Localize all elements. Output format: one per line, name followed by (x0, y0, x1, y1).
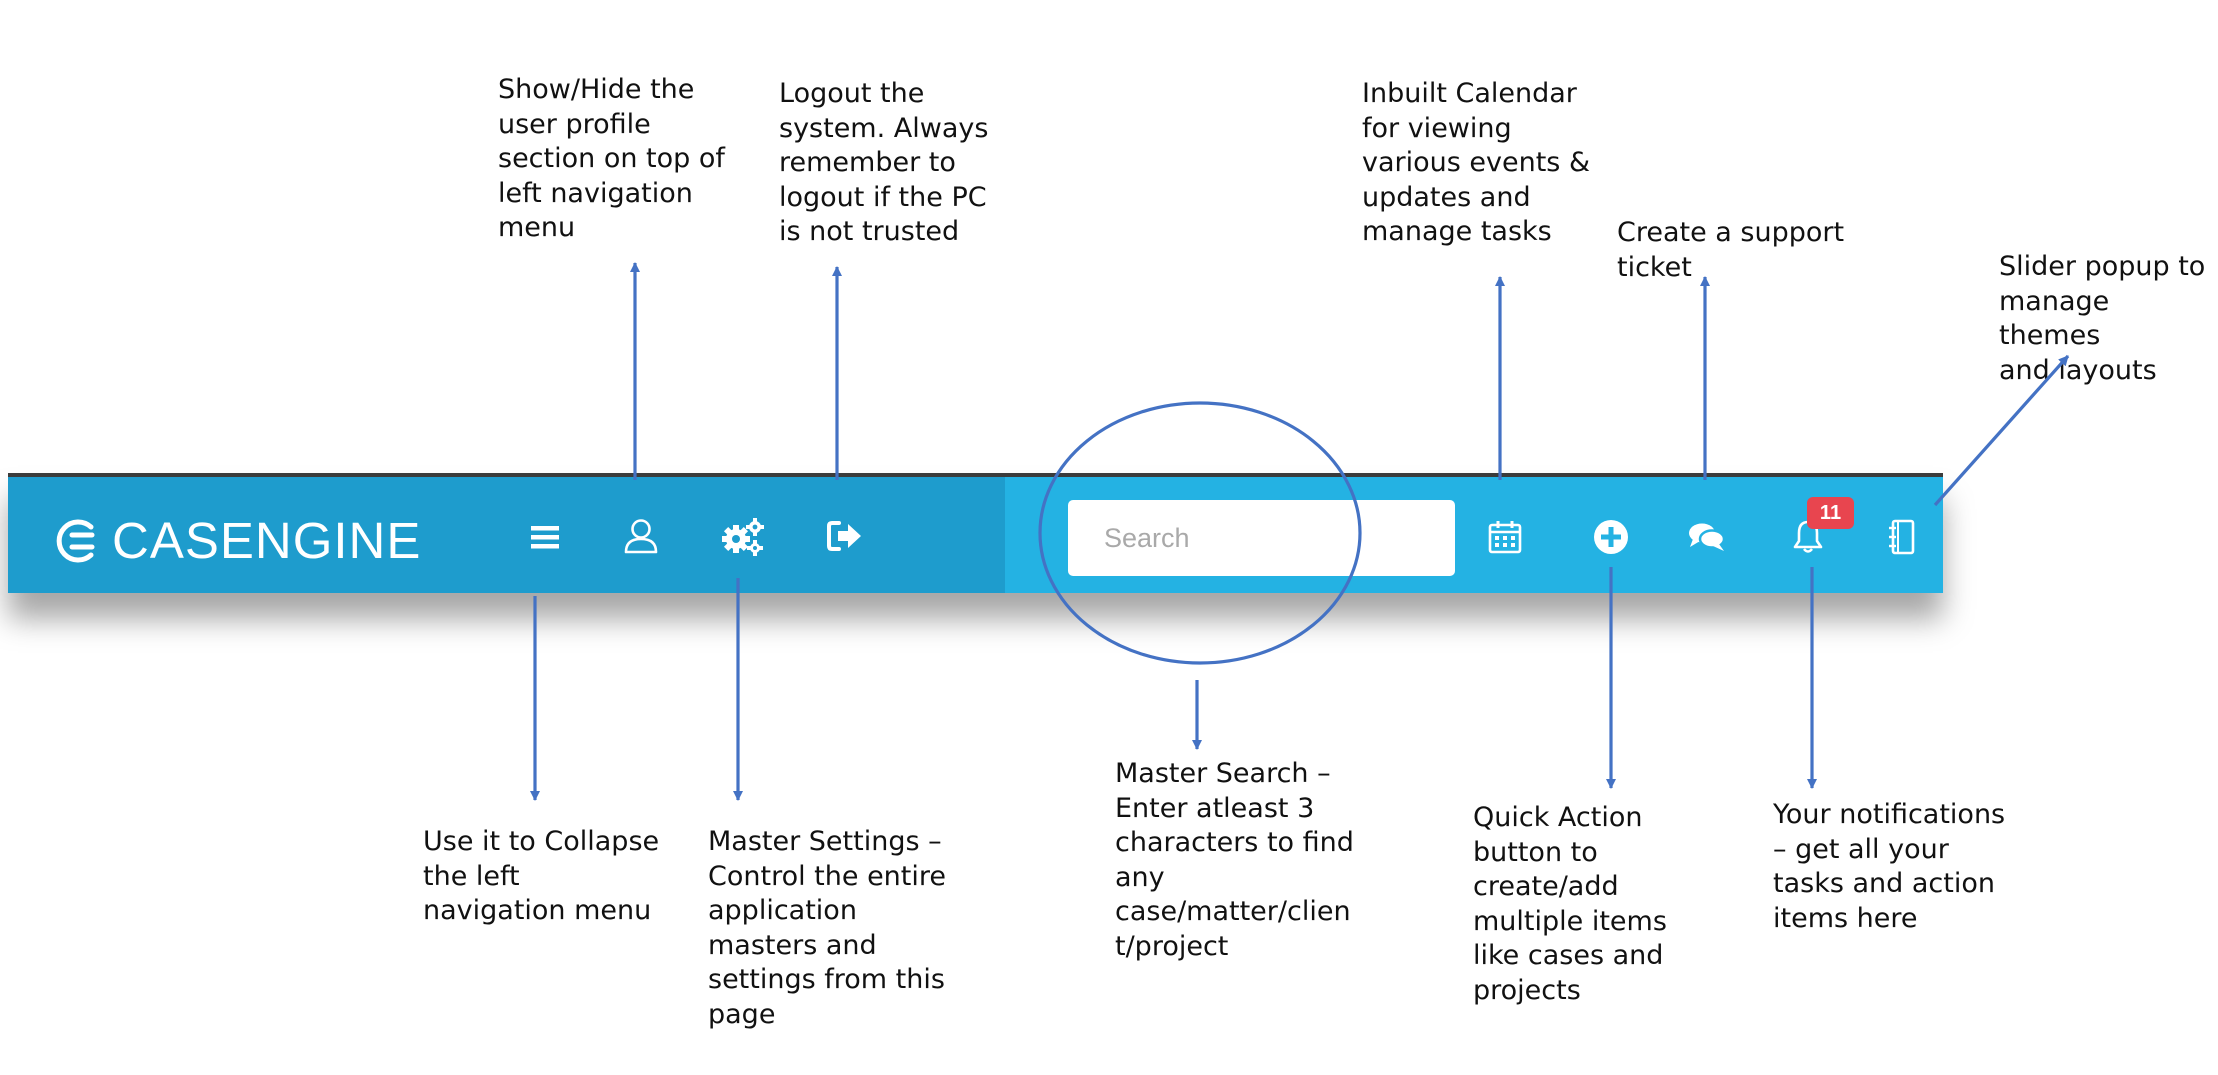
toolbar-left-section: CASENGINE (8, 477, 1005, 593)
logout-icon (827, 521, 861, 551)
support-ticket-button[interactable] (1679, 509, 1735, 565)
annotation-quick-action: Quick Action button to create/add multip… (1473, 802, 1667, 1006)
annotation-profile-toggle: Show/Hide the user profile section on to… (498, 74, 725, 243)
master-settings-button[interactable] (715, 509, 771, 565)
annotation-themes-slider: Slider popup to manage themes and layout… (1999, 251, 2206, 386)
logout-button[interactable] (820, 511, 870, 561)
search-input[interactable] (1068, 500, 1455, 576)
annotation-support-ticket: Create a support ticket (1617, 217, 1845, 283)
quick-action-button[interactable] (1583, 509, 1639, 565)
annotation-logout: Logout the system. Always remember to lo… (779, 78, 989, 247)
user-profile-button[interactable] (615, 510, 667, 562)
annotation-notifications: Your notifications – get all your tasks … (1773, 799, 2006, 934)
annotation-master-settings: Master Settings – Control the entire app… (708, 826, 947, 1030)
themes-slider-button[interactable] (1874, 509, 1930, 565)
menu-toggle-button[interactable] (520, 512, 570, 562)
annotation-master-search: Master Search – Enter atleast 3 characte… (1115, 758, 1354, 962)
casengine-logo[interactable]: CASENGINE (54, 515, 421, 566)
user-icon (624, 519, 658, 554)
top-toolbar: CASENGINE (8, 473, 1943, 593)
chat-icon (1689, 523, 1726, 551)
calendar-button[interactable] (1477, 509, 1533, 565)
annotation-collapse-menu: Use it to Collapse the left navigation m… (423, 826, 660, 926)
annotation-calendar: Inbuilt Calendar for viewing various eve… (1362, 78, 1591, 247)
casengine-logo-icon (56, 519, 95, 562)
menu-icon (531, 526, 559, 549)
notification-count-badge: 11 (1807, 497, 1854, 529)
brand-name: CASENGINE (112, 512, 422, 569)
notebook-icon (1889, 519, 1915, 555)
plus-circle-icon (1594, 520, 1628, 554)
cogs-icon (722, 518, 764, 556)
calendar-icon (1488, 521, 1522, 554)
